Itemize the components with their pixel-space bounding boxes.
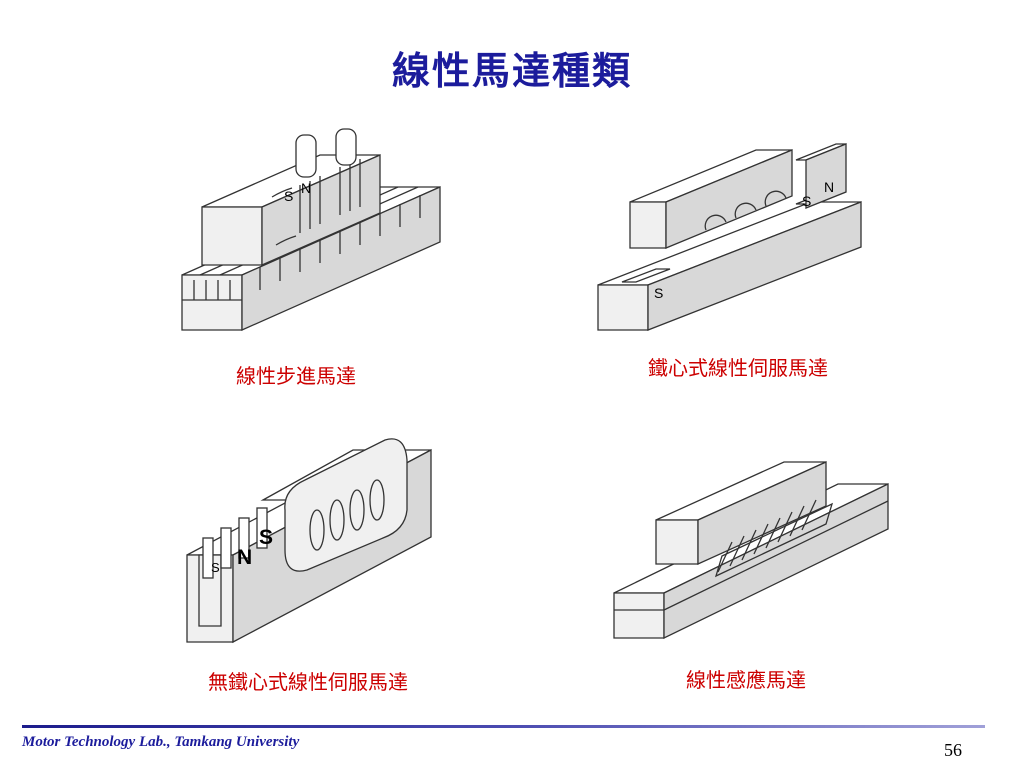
diagram2-label-n: N [824, 179, 834, 195]
linear-induction-motor-diagram [612, 448, 892, 648]
caption-linear-induction-motor: 線性感應馬達 [686, 668, 806, 692]
caption-linear-stepper-motor: 線性步進馬達 [236, 364, 356, 388]
coreless-linear-servo-motor-diagram: S N S [185, 420, 445, 650]
footer-divider [22, 725, 985, 728]
diagram1-label-n: N [301, 180, 311, 196]
diagram3-label-s: S [259, 526, 273, 549]
caption-iron-core-linear-servo-motor: 鐵心式線性伺服馬達 [648, 356, 828, 380]
linear-stepper-motor-diagram: S N [180, 125, 450, 340]
diagram1-label-s: S [284, 188, 293, 204]
diagram3-label-s-small: S [211, 560, 220, 575]
caption-coreless-linear-servo-motor: 無鐵心式線性伺服馬達 [208, 670, 408, 694]
footer-lab-name: Motor Technology Lab., Tamkang Universit… [22, 734, 300, 750]
diagram2-label-s-upper: S [802, 193, 811, 209]
page-number: 56 [944, 740, 962, 760]
diagram2-label-s-lower: S [654, 285, 663, 301]
diagram3-label-n: N [237, 546, 252, 569]
iron-core-linear-servo-motor-diagram: S N S [596, 130, 866, 345]
slide-title: 線性馬達種類 [391, 48, 632, 93]
